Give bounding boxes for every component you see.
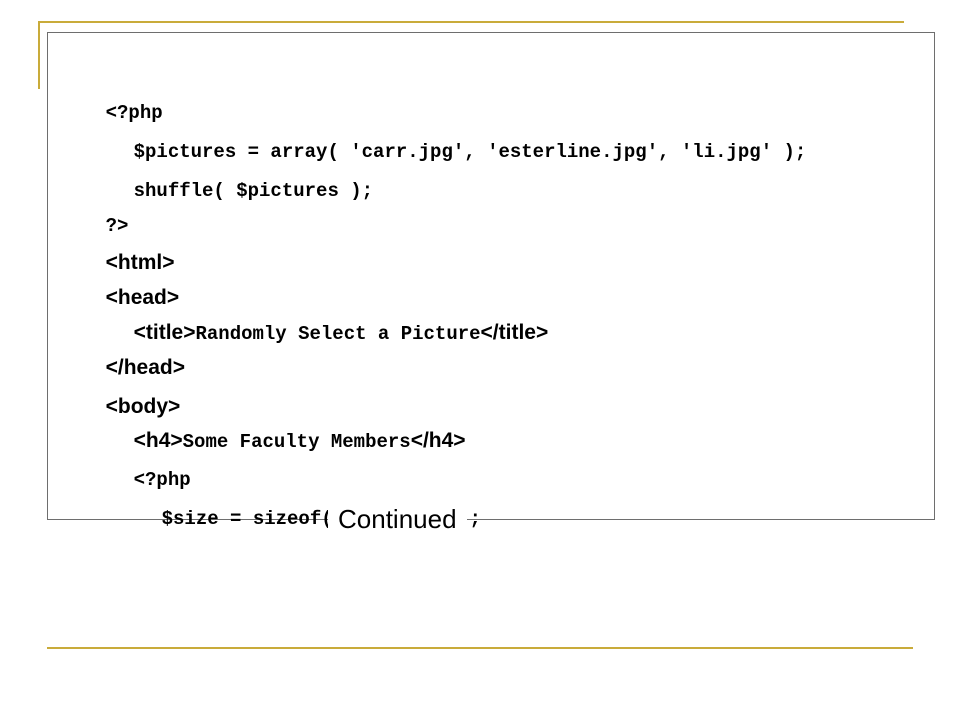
html-tag: </h4> [410, 429, 466, 452]
code-line-7: <title>Randomly Select a Picture</title> [88, 300, 549, 367]
html-tag: <html> [105, 251, 175, 274]
code-line-8: </head> [60, 335, 185, 402]
bottom-gold-rule [47, 647, 913, 649]
code-text: Some Faculty Members [182, 431, 411, 453]
code-text: $pictures = array( 'carr.jpg', 'esterlin… [133, 141, 807, 163]
code-line-2: $pictures = array( 'carr.jpg', 'esterlin… [88, 119, 807, 185]
code-line-6: <head> [60, 265, 180, 332]
html-tag: </title> [480, 321, 549, 344]
code-line-3: shuffle( $pictures ); [88, 158, 373, 224]
html-tag: <head> [105, 286, 180, 309]
left-gold-rule [38, 21, 40, 89]
code-text: <?php [105, 102, 163, 124]
code-listing-box: <?php $pictures = array( 'carr.jpg', 'es… [47, 32, 935, 530]
code-line-4: ?> [60, 193, 129, 259]
html-tag: <body> [105, 395, 181, 418]
code-text: Randomly Select a Picture [195, 323, 481, 345]
code-text: <?php [133, 469, 191, 491]
code-line-5: <html> [60, 230, 175, 297]
code-line-11: <?php [88, 447, 191, 513]
html-tag: <h4> [133, 429, 183, 452]
html-tag: <title> [133, 321, 196, 344]
html-tag: </head> [105, 356, 185, 379]
code-line-10: <h4>Some Faculty Members</h4> [88, 408, 466, 475]
code-line-9: <body> [60, 374, 181, 441]
code-line-1: <?php [60, 80, 163, 146]
code-text: ?> [105, 215, 129, 237]
continued-label: Continued [328, 503, 467, 535]
code-text: shuffle( $pictures ); [133, 180, 374, 202]
top-gold-rule [38, 21, 904, 23]
